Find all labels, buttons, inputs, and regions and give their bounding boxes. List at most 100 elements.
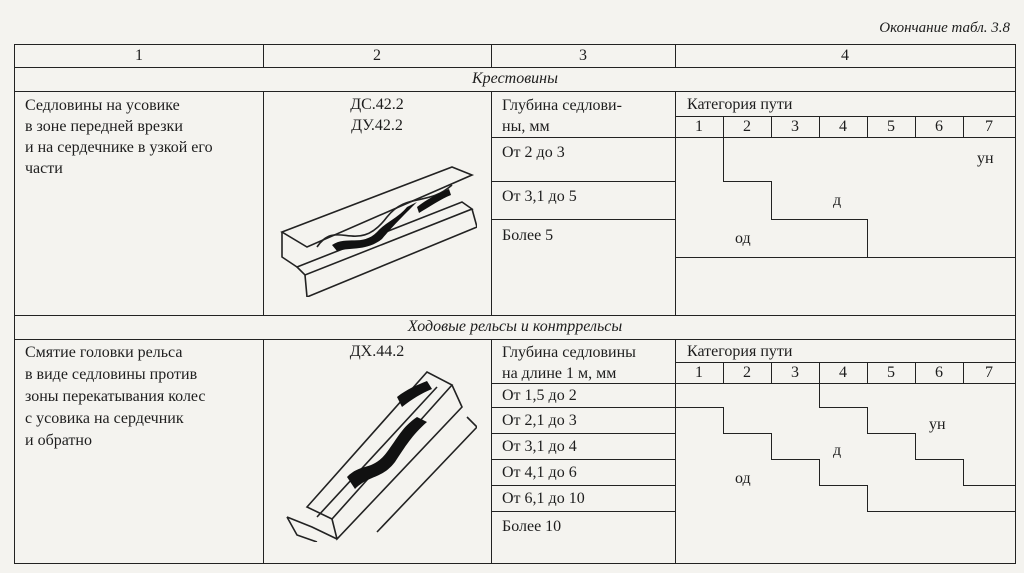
section-title-line bbox=[15, 91, 1015, 92]
category-number: 2 bbox=[743, 118, 751, 135]
header-col-1: 1 bbox=[135, 47, 143, 64]
stair-line bbox=[819, 459, 820, 485]
category-divider bbox=[963, 116, 964, 137]
stair-line bbox=[771, 219, 867, 220]
col-divider bbox=[675, 339, 676, 563]
category-divider bbox=[771, 362, 772, 383]
row-line bbox=[491, 433, 675, 434]
category-label: Категория пути bbox=[687, 343, 793, 360]
defect-table: 1 2 3 4 Крестовины Седловины на усовике … bbox=[14, 44, 1016, 564]
caption: Окончание табл. 3.8 bbox=[879, 20, 1010, 36]
category-divider bbox=[723, 116, 724, 137]
zone-label-od: од bbox=[735, 470, 751, 487]
zone-label-d: д bbox=[833, 192, 842, 209]
stair-line bbox=[867, 511, 1015, 512]
stair-line bbox=[963, 459, 964, 485]
category-number: 2 bbox=[743, 364, 751, 381]
stair-line bbox=[819, 383, 820, 407]
stair-line bbox=[771, 459, 819, 460]
row-line bbox=[491, 137, 1015, 138]
stair-line bbox=[723, 407, 724, 433]
section-title-crossings: Крестовины bbox=[472, 70, 558, 87]
depth-row: От 2,1 до 3 bbox=[502, 412, 577, 429]
stair-line bbox=[963, 485, 1015, 486]
category-number: 7 bbox=[985, 118, 993, 135]
row-line bbox=[491, 485, 675, 486]
stair-line bbox=[723, 137, 724, 181]
zone-label-d: д bbox=[833, 442, 842, 459]
depth-row: От 3,1 до 5 bbox=[502, 188, 577, 205]
category-number: 5 bbox=[887, 118, 895, 135]
category-number: 1 bbox=[695, 118, 703, 135]
zone-label-un: ун bbox=[977, 150, 994, 167]
depth-row: От 2 до 3 bbox=[502, 144, 565, 161]
defect-code: ДС.42.2 bbox=[350, 96, 404, 113]
stair-line bbox=[723, 433, 771, 434]
category-number: 7 bbox=[985, 364, 993, 381]
row-line bbox=[675, 116, 1015, 117]
depth-row: Более 5 bbox=[502, 227, 554, 244]
row-line bbox=[491, 407, 675, 408]
category-number: 1 bbox=[695, 364, 703, 381]
stair-line bbox=[915, 459, 963, 460]
category-number: 4 bbox=[839, 118, 847, 135]
category-divider bbox=[819, 362, 820, 383]
header-col-3: 3 bbox=[579, 47, 587, 64]
col-divider bbox=[491, 45, 492, 67]
section-title-line bbox=[15, 339, 1015, 340]
defect-description: Смятие головки рельса в виде седловины п… bbox=[25, 344, 206, 449]
defect-description: Седловины на усовике в зоне передней вре… bbox=[25, 97, 213, 177]
header-col-4: 4 bbox=[841, 47, 849, 64]
stair-line bbox=[915, 433, 916, 459]
stair-line bbox=[771, 433, 772, 459]
category-divider bbox=[963, 362, 964, 383]
depth-row: От 4,1 до 6 bbox=[502, 464, 577, 481]
category-divider bbox=[867, 362, 868, 383]
row-line bbox=[491, 181, 675, 182]
zone-label-un: ун bbox=[929, 416, 946, 433]
depth-row: От 3,1 до 4 bbox=[502, 438, 577, 455]
category-divider bbox=[723, 362, 724, 383]
depth-row: Более 10 bbox=[502, 518, 562, 535]
category-number: 6 bbox=[935, 364, 943, 381]
stair-line bbox=[723, 181, 771, 182]
param-label: Глубина седлови- ны, мм bbox=[502, 97, 622, 135]
stair-line bbox=[771, 181, 772, 219]
category-divider bbox=[915, 116, 916, 137]
category-divider bbox=[867, 116, 868, 137]
col-divider bbox=[675, 91, 676, 315]
zone-label-od: од bbox=[735, 230, 751, 247]
stair-line bbox=[819, 407, 867, 408]
stair-line bbox=[867, 485, 868, 511]
defect-code: ДХ.44.2 bbox=[349, 343, 405, 360]
category-number: 5 bbox=[887, 364, 895, 381]
col-divider bbox=[263, 91, 264, 315]
category-divider bbox=[819, 116, 820, 137]
col-divider bbox=[491, 339, 492, 563]
category-divider bbox=[915, 362, 916, 383]
param-label: Глубина седловины на длине 1 м, мм bbox=[502, 344, 636, 382]
category-label: Категория пути bbox=[687, 96, 793, 113]
row-line bbox=[491, 219, 675, 220]
depth-row: От 6,1 до 10 bbox=[502, 490, 585, 507]
header-bottom-line bbox=[15, 67, 1015, 68]
stair-line bbox=[867, 407, 868, 433]
row-line bbox=[675, 362, 1015, 363]
col-divider bbox=[675, 45, 676, 67]
row-line bbox=[491, 459, 675, 460]
row-line bbox=[491, 383, 1015, 384]
col-divider bbox=[263, 45, 264, 67]
category-number: 3 bbox=[791, 118, 799, 135]
crossing-rail-illustration bbox=[280, 166, 477, 297]
section-bottom-line bbox=[15, 315, 1015, 316]
header-col-2: 2 bbox=[373, 47, 381, 64]
running-rail-illustration bbox=[286, 371, 477, 542]
defect-code: ДУ.42.2 bbox=[351, 117, 403, 134]
stair-line bbox=[867, 433, 915, 434]
stair-line bbox=[819, 485, 867, 486]
category-divider bbox=[771, 116, 772, 137]
category-number: 6 bbox=[935, 118, 943, 135]
stair-line bbox=[675, 407, 723, 408]
section-title-running-rails: Ходовые рельсы и контррельсы bbox=[407, 318, 623, 335]
category-number: 4 bbox=[839, 364, 847, 381]
